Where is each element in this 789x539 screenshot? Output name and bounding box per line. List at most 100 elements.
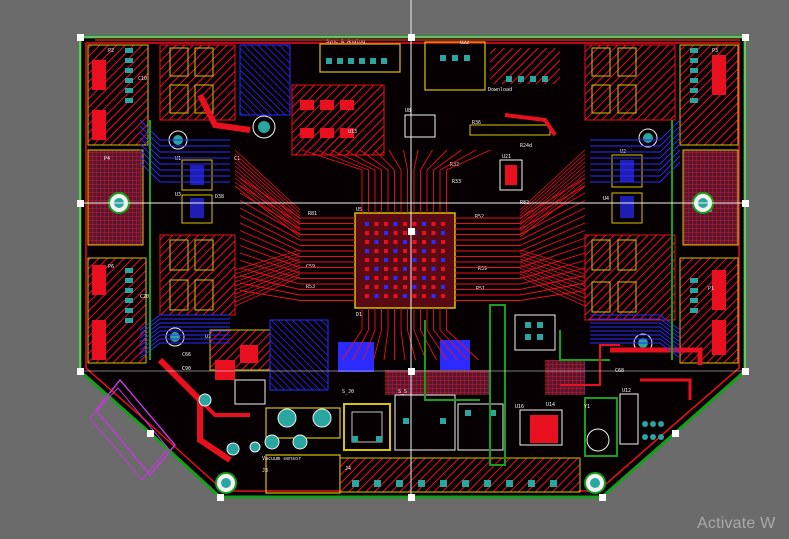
trace bbox=[234, 185, 301, 238]
trace bbox=[139, 326, 230, 343]
selection-overlay[interactable] bbox=[77, 0, 749, 501]
bga-ball bbox=[412, 222, 417, 226]
trace bbox=[234, 157, 301, 217]
selection-handle[interactable] bbox=[77, 368, 84, 375]
bga-ball bbox=[403, 249, 407, 253]
bga-ball bbox=[441, 231, 445, 235]
bga-ball bbox=[393, 249, 398, 253]
power-section[interactable]: C66 C90 S_J0 S_S bbox=[182, 319, 490, 395]
selection-handle[interactable] bbox=[672, 430, 679, 437]
selection-handles[interactable] bbox=[77, 34, 749, 501]
trace bbox=[519, 273, 586, 303]
ref-r32: R32 bbox=[450, 162, 459, 168]
ref-u5: U5 bbox=[356, 207, 362, 213]
trace bbox=[139, 322, 230, 339]
selection-handle[interactable] bbox=[77, 34, 84, 41]
trace bbox=[239, 290, 355, 301]
bga-ball bbox=[422, 294, 426, 298]
ref-j3: J3 bbox=[262, 468, 268, 474]
trace bbox=[234, 252, 301, 275]
center-mcu-bga[interactable]: U5 bbox=[354, 207, 456, 309]
bga-ball bbox=[393, 258, 398, 262]
sync-analog-header[interactable]: Sync & Analog bbox=[319, 39, 401, 73]
trace bbox=[590, 131, 681, 153]
bga-ball bbox=[365, 285, 369, 289]
selection-handle[interactable] bbox=[408, 494, 415, 501]
trace bbox=[413, 149, 419, 213]
bga-ball bbox=[403, 222, 407, 226]
trace bbox=[234, 255, 301, 279]
trace bbox=[426, 149, 448, 213]
selection-handle[interactable] bbox=[77, 200, 84, 207]
lower-right-circuit[interactable]: U16 C68 Y1 U12 U14 bbox=[489, 304, 703, 466]
trace bbox=[519, 169, 586, 226]
bga-ball bbox=[365, 249, 369, 253]
trace bbox=[590, 119, 681, 141]
bga-ball bbox=[374, 249, 379, 253]
driver-ic-block-lower-left[interactable] bbox=[159, 234, 236, 316]
bga-ball bbox=[422, 267, 426, 271]
bga-ball bbox=[393, 285, 398, 289]
ref-c20: C20 bbox=[140, 294, 149, 300]
bga-ball bbox=[393, 231, 398, 235]
selection-handle[interactable] bbox=[147, 430, 154, 437]
bga-ball bbox=[365, 240, 369, 244]
trace bbox=[426, 308, 448, 361]
trace bbox=[239, 207, 355, 241]
bga-ball bbox=[365, 276, 369, 280]
trace bbox=[455, 177, 586, 219]
bga-ball bbox=[431, 249, 436, 253]
bga-ball bbox=[374, 267, 379, 271]
relay-footprints[interactable] bbox=[343, 394, 504, 451]
trace bbox=[352, 308, 369, 361]
download-header[interactable]: Download U22 bbox=[424, 40, 560, 93]
bga-ball bbox=[365, 294, 369, 298]
selection-handle[interactable] bbox=[742, 34, 749, 41]
ref-u3: U3 bbox=[175, 192, 181, 198]
trace bbox=[345, 149, 382, 213]
selection-handle[interactable] bbox=[217, 494, 224, 501]
ref-r53: R53 bbox=[306, 284, 315, 290]
trace bbox=[234, 177, 301, 232]
trace bbox=[590, 137, 681, 159]
bottom-connector-row[interactable]: J4 bbox=[339, 457, 581, 493]
selection-handle[interactable] bbox=[599, 494, 606, 501]
trace bbox=[446, 149, 491, 213]
trace bbox=[519, 161, 586, 220]
trace bbox=[519, 149, 586, 211]
top-center-resistor-array[interactable]: U8 U13 bbox=[291, 84, 436, 156]
trace bbox=[139, 137, 230, 159]
selection-handle[interactable] bbox=[408, 34, 415, 41]
trace bbox=[519, 249, 586, 271]
vacuum-sensor-connector[interactable]: Vacuum sensor J3 bbox=[262, 407, 341, 494]
bga-ball bbox=[412, 240, 417, 244]
bga-ball bbox=[403, 267, 407, 271]
trace bbox=[403, 149, 408, 213]
trace bbox=[234, 270, 301, 299]
ref-s-j0: S_J0 bbox=[342, 389, 354, 395]
trace bbox=[239, 200, 355, 235]
selection-handle[interactable] bbox=[742, 200, 749, 207]
driver-ic-block-lower-right[interactable] bbox=[584, 234, 676, 321]
trace bbox=[139, 330, 230, 347]
bga-ball bbox=[441, 240, 445, 244]
selection-handle[interactable] bbox=[408, 228, 415, 235]
bga-ball bbox=[403, 294, 407, 298]
trace bbox=[362, 308, 376, 361]
driver-ic-block-upper-left[interactable] bbox=[159, 44, 291, 121]
driver-ic-block-upper-right[interactable] bbox=[584, 44, 676, 121]
selection-handle[interactable] bbox=[408, 368, 415, 375]
selection-handle[interactable] bbox=[742, 368, 749, 375]
trace bbox=[455, 282, 586, 296]
ref-u4: U4 bbox=[603, 196, 609, 202]
bga-ball bbox=[431, 294, 436, 298]
trace bbox=[239, 192, 355, 230]
trace bbox=[139, 131, 230, 153]
lower-left-region[interactable] bbox=[89, 357, 266, 481]
ref-r51: R51 bbox=[476, 286, 485, 292]
right-connector-bank[interactable]: P3 P5 P1 bbox=[679, 44, 739, 364]
left-connector-bank[interactable]: P2 P4 P6 C10 C20 bbox=[87, 44, 149, 364]
ref-u16: U16 bbox=[515, 404, 524, 410]
ref-p1: P1 bbox=[708, 286, 714, 292]
